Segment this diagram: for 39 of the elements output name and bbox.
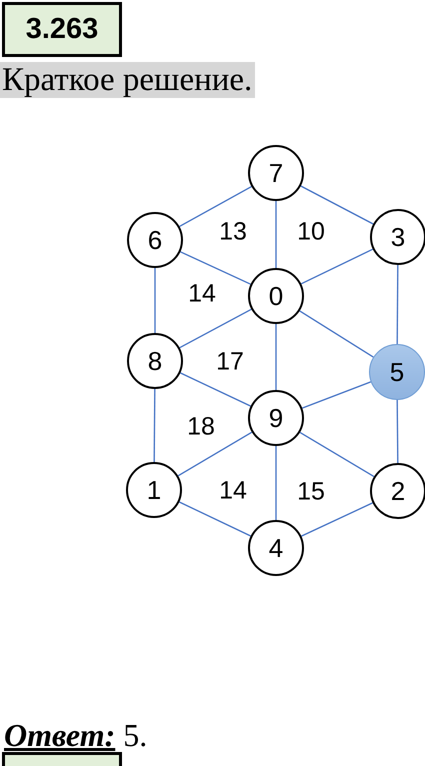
answer-text: Ответ: 5. (4, 718, 148, 752)
region-number: 18 (187, 412, 215, 442)
edge-line (275, 446, 277, 520)
region-number: 15 (297, 478, 325, 506)
solution-heading: Краткое решение. (0, 62, 256, 98)
problem-number: 3.263 (2, 2, 122, 57)
edge-line (396, 265, 398, 344)
edge-line (179, 501, 251, 537)
region-number: 10 (297, 218, 325, 246)
region-number: 17 (216, 348, 244, 376)
edge-line (275, 201, 277, 268)
edge-line (154, 389, 156, 462)
edge-line (300, 248, 374, 284)
region-number: 14 (188, 280, 216, 308)
edge-line (154, 268, 156, 333)
edge-line (300, 432, 374, 478)
vertex-circle: 0 (248, 268, 304, 324)
vertex-circle: 4 (248, 520, 304, 576)
edge-line (179, 186, 252, 227)
edge-line (178, 432, 252, 476)
region-number: 13 (219, 218, 247, 246)
vertex-circle: 7 (248, 145, 304, 201)
vertex-circle: 3 (370, 209, 425, 265)
vertex-circle: 8 (127, 333, 183, 389)
edge-line (180, 251, 251, 285)
edge-line (179, 308, 252, 348)
edge-line (396, 400, 398, 463)
region-number: 14 (219, 476, 247, 506)
vertex-circle: 6 (127, 212, 183, 268)
vertex-circle: 9 (248, 390, 304, 446)
edge-line (275, 324, 277, 390)
edge-line (301, 502, 373, 537)
highlighted-vertex-circle: 5 (369, 344, 425, 400)
edge-line (180, 372, 251, 407)
vertex-circle: 2 (370, 463, 425, 519)
edge-line (302, 381, 372, 409)
edge-line (300, 185, 374, 225)
vertex-circle: 1 (126, 462, 182, 518)
edge-line (299, 310, 374, 358)
